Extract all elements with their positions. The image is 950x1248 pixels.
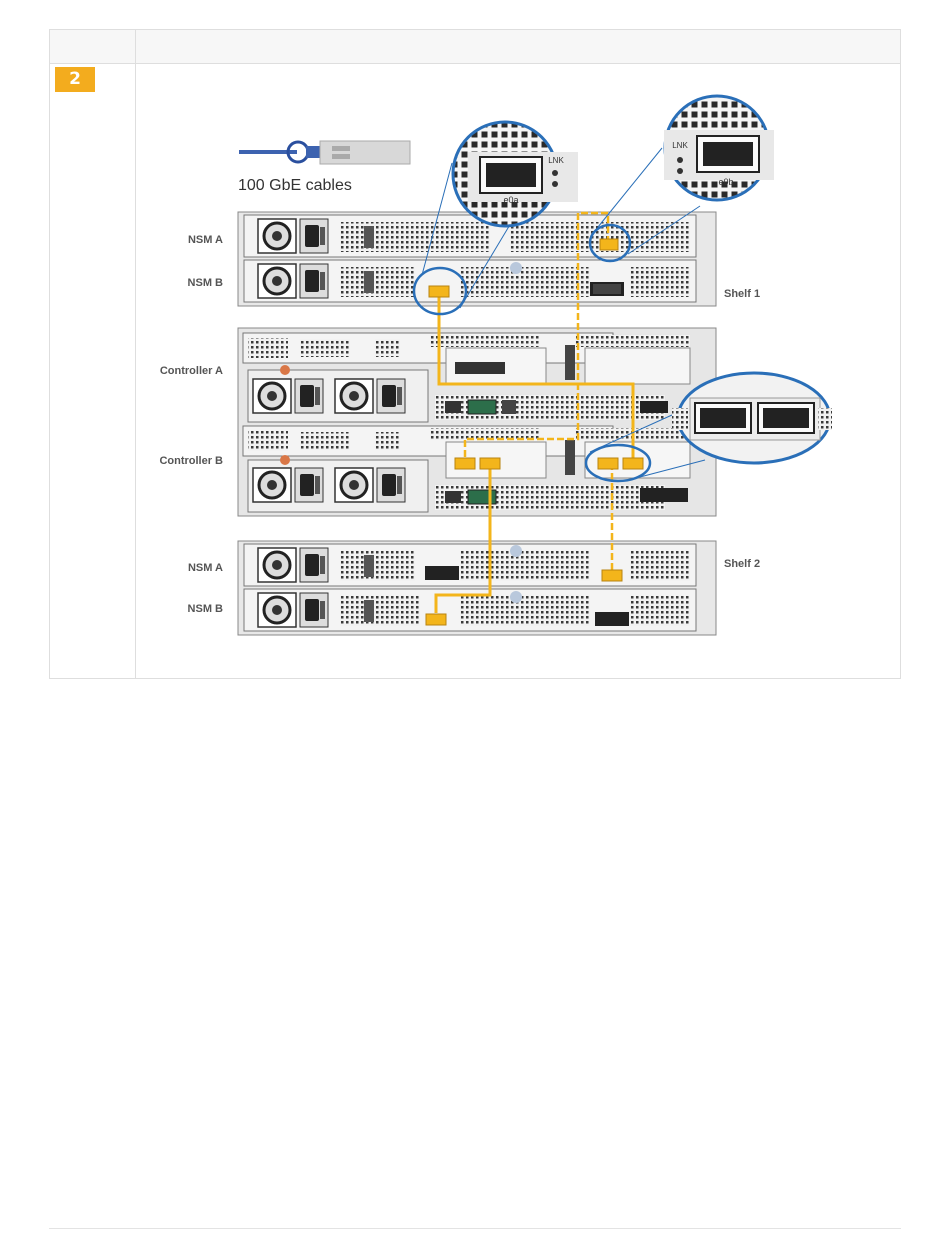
zoom-e0a-led-label: LNK [548, 156, 564, 165]
page-footer-rule [49, 1228, 901, 1229]
cable-illustration [239, 141, 410, 164]
shelf-1-chassis [238, 212, 716, 306]
zoom-callout-e0a [453, 122, 578, 226]
zoom-e0b-port-label: e0b [718, 177, 733, 187]
shelf-2-label: Shelf 2 [724, 558, 760, 570]
zoom-e0a-port-label: e0a [503, 195, 518, 205]
controller-a-label: Controller A [160, 365, 223, 377]
zoom-e0b-led-label: LNK [672, 141, 688, 150]
shelf-2-nsm-a-label: NSM A [188, 562, 223, 574]
shelf-2-chassis [238, 541, 716, 635]
shelf-1-nsm-a-label: NSM A [188, 234, 223, 246]
controller-b-label: Controller B [159, 455, 223, 467]
shelf-1-label: Shelf 1 [724, 288, 760, 300]
step-table: 2 [49, 29, 901, 679]
controller-chassis [238, 328, 716, 516]
cable-label: 100 GbE cables [238, 177, 352, 194]
cabling-diagram: 100 GbE cables NSM A NSM B Shelf 1 [50, 30, 900, 678]
shelf-1-nsm-b-label: NSM B [188, 277, 224, 289]
shelf-2-nsm-b-label: NSM B [188, 603, 224, 615]
